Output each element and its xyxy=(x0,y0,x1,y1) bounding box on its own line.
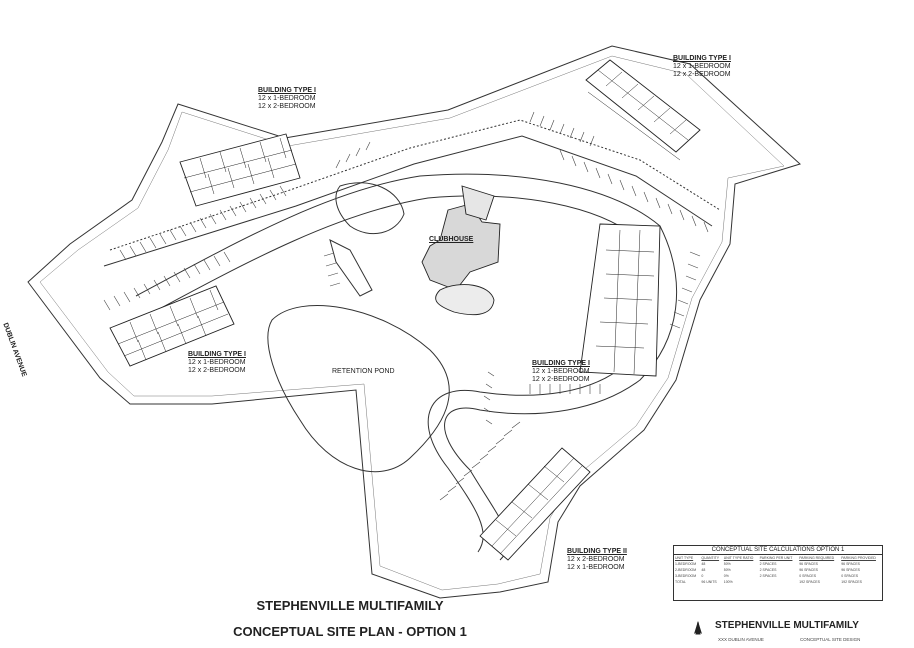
calc-cell: 0 xyxy=(701,574,704,578)
calc-row: 2-BEDROOM 48 50% 2 SPACES 96 SPACES 96 S… xyxy=(674,567,882,573)
unit-mix-line: 12 x 1-BEDROOM xyxy=(532,368,590,375)
calc-cell: 48 xyxy=(701,562,706,566)
footer-address: XXX DUBLIN AVENUE xyxy=(718,637,764,642)
calc-cell: 0% xyxy=(723,574,729,578)
drawing-subtitle: CONCEPTUAL SITE PLAN - OPTION 1 xyxy=(233,624,467,639)
building-label-s: BUILDING TYPE II 12 x 2-BEDROOM 12 x 1-B… xyxy=(567,548,627,572)
calc-cell: TOTAL xyxy=(675,580,686,584)
calc-cell: 48 xyxy=(701,568,706,572)
calc-cell: 96 UNITS xyxy=(701,580,717,584)
calc-cell: 1-BEDROOM xyxy=(675,562,697,566)
calc-cell: 50% xyxy=(723,568,731,572)
building-type-title: BUILDING TYPE II xyxy=(567,548,627,555)
building-s xyxy=(479,447,591,561)
building-type-title: BUILDING TYPE I xyxy=(258,87,316,94)
calc-cell: 50% xyxy=(723,562,731,566)
property-boundary xyxy=(27,45,801,599)
footer-design-note: CONCEPTUAL SITE DESIGN xyxy=(800,637,861,642)
building-type-title: BUILDING TYPE I xyxy=(532,360,590,367)
building-label-nw: BUILDING TYPE I 12 x 1-BEDROOM 12 x 2-BE… xyxy=(258,87,316,111)
unit-mix-line: 12 x 2-BEDROOM xyxy=(567,556,625,563)
unit-mix-line: 12 x 1-BEDROOM xyxy=(673,63,731,70)
calc-row: 3-BEDROOM 0 0% 2 SPACES 0 SPACES 0 SPACE… xyxy=(674,573,882,579)
calc-header-cell: PARKING PROVIDED xyxy=(841,556,876,560)
clubhouse-label: CLUBHOUSE xyxy=(429,236,474,243)
retention-pond xyxy=(267,305,450,473)
calc-cell: 96 SPACES xyxy=(799,568,819,572)
building-nw xyxy=(179,133,301,207)
calc-cell: 2 SPACES xyxy=(759,568,777,572)
unit-mix-line: 12 x 2-BEDROOM xyxy=(258,103,316,110)
calc-cell: 3-BEDROOM xyxy=(675,574,697,578)
calc-cell: 96 SPACES xyxy=(841,562,861,566)
calc-row: TOTAL 96 UNITS 100% 192 SPACES 192 SPACE… xyxy=(674,579,882,585)
building-label-ne: BUILDING TYPE I 12 x 1-BEDROOM 12 x 2-BE… xyxy=(673,55,731,79)
north-arrow-icon xyxy=(694,621,702,634)
calc-header-cell: PARKING PER UNIT xyxy=(759,556,793,560)
calc-cell: 2 SPACES xyxy=(759,562,777,566)
building-w xyxy=(109,285,235,367)
building-ne xyxy=(585,59,701,161)
calc-cell: 100% xyxy=(723,580,733,584)
building-label-w: BUILDING TYPE I 12 x 1-BEDROOM 12 x 2-BE… xyxy=(188,351,246,375)
clubhouse-building xyxy=(421,185,501,316)
unit-mix-line: 12 x 1-BEDROOM xyxy=(567,564,625,571)
calc-table-title: CONCEPTUAL SITE CALCULATIONS OPTION 1 xyxy=(674,546,882,555)
calc-header-cell: UNIT TYPE xyxy=(675,556,694,560)
unit-mix-line: 12 x 1-BEDROOM xyxy=(258,95,316,102)
building-type-title: BUILDING TYPE I xyxy=(188,351,246,358)
calc-row: 1-BEDROOM 48 50% 2 SPACES 96 SPACES 96 S… xyxy=(674,561,882,567)
calc-cell: 96 SPACES xyxy=(841,568,861,572)
building-type-title: BUILDING TYPE I xyxy=(673,55,731,62)
calc-cell: 192 SPACES xyxy=(841,580,862,584)
calc-header-cell: QUANTITY xyxy=(701,556,720,560)
calc-header-cell: UNIT TYPE RATIO xyxy=(723,556,754,560)
calc-cell: 0 SPACES xyxy=(799,574,817,578)
calc-cell: 2-BEDROOM xyxy=(675,568,697,572)
drawing-title: STEPHENVILLE MULTIFAMILY xyxy=(256,598,444,613)
calc-cell: 192 SPACES xyxy=(799,580,820,584)
unit-mix-line: 12 x 1-BEDROOM xyxy=(188,359,246,366)
unit-mix-line: 12 x 2-BEDROOM xyxy=(188,367,246,374)
site-calculations-table: CONCEPTUAL SITE CALCULATIONS OPTION 1 UN… xyxy=(673,545,883,601)
building-e xyxy=(579,223,661,377)
unit-mix-line: 12 x 2-BEDROOM xyxy=(673,71,731,78)
calc-header-row: UNIT TYPE QUANTITY UNIT TYPE RATIO PARKI… xyxy=(674,555,882,561)
building-label-e: BUILDING TYPE I 12 x 1-BEDROOM 12 x 2-BE… xyxy=(532,360,590,384)
calc-header-cell: PARKING REQUIRED xyxy=(799,556,835,560)
calc-cell xyxy=(759,579,799,585)
retention-pond-label: RETENTION POND xyxy=(332,368,395,375)
calc-cell: 96 SPACES xyxy=(799,562,819,566)
calc-cell: 2 SPACES xyxy=(759,574,777,578)
footer-project-name: STEPHENVILLE MULTIFAMILY xyxy=(715,620,859,631)
calc-cell: 0 SPACES xyxy=(841,574,859,578)
unit-mix-line: 12 x 2-BEDROOM xyxy=(532,376,590,383)
